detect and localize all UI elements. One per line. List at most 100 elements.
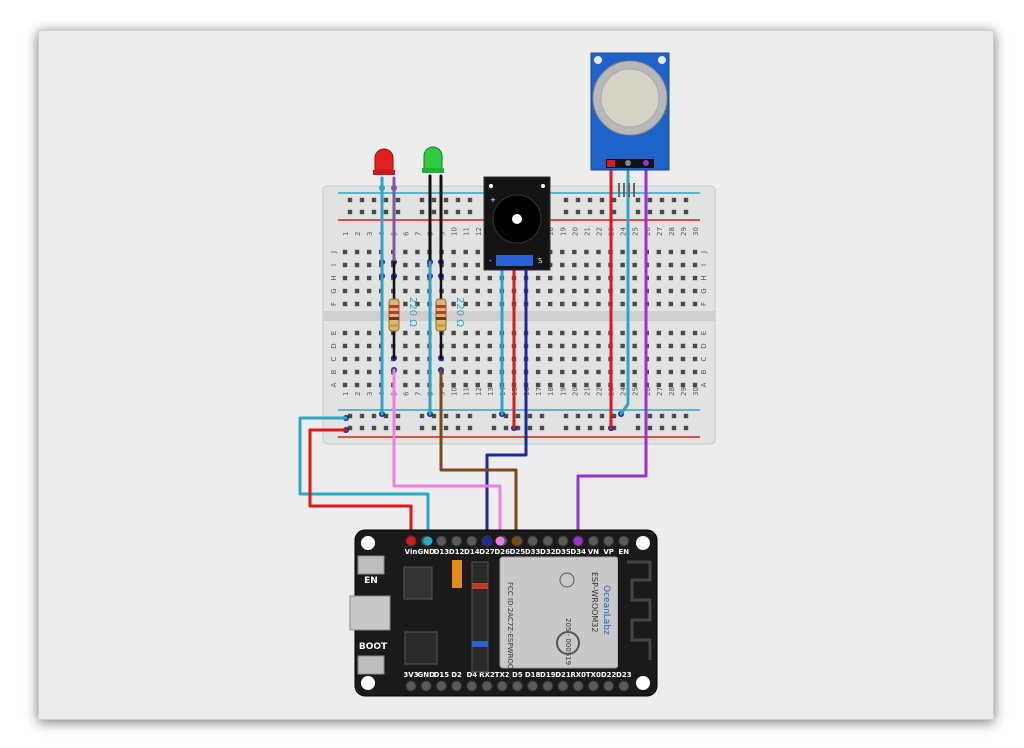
breadboard-hole	[620, 369, 625, 375]
breadboard-hole	[415, 275, 420, 281]
breadboard-column-label: 10	[451, 387, 459, 396]
esp32-top-pin-label: D32	[540, 548, 556, 556]
rail-hole	[635, 425, 641, 431]
rail-hole	[575, 413, 581, 419]
rail-hole	[491, 413, 497, 419]
esp32-bottom-pin	[587, 680, 599, 692]
breadboard-hole	[535, 382, 541, 388]
buzzer-plus-mark: +	[490, 196, 496, 204]
breadboard-hole	[632, 249, 637, 255]
breadboard-hole	[596, 343, 601, 349]
esp32-bottom-pin	[481, 680, 493, 692]
breadboard-hole	[342, 288, 348, 294]
breadboard-hole	[692, 249, 698, 255]
breadboard-hole	[632, 356, 637, 362]
rail-hole	[383, 425, 389, 431]
breadboard-hole	[596, 249, 601, 255]
breadboard-row-label: F	[330, 302, 338, 306]
esp32-top-pin	[451, 535, 463, 547]
esp32-bottom-pin-label: D15	[434, 671, 450, 679]
rail-hole	[539, 425, 545, 431]
breadboard-hole	[547, 369, 553, 375]
rail-hole	[647, 413, 653, 419]
breadboard-hole	[656, 356, 662, 362]
resistor-2: 220 Ω	[435, 297, 465, 332]
breadboard-row-label: B	[330, 369, 338, 374]
breadboard-hole	[403, 262, 408, 268]
esp32-bottom-pin	[542, 680, 554, 692]
breadboard-row-label: D	[330, 343, 338, 348]
breadboard-hole	[463, 356, 468, 362]
mount-hole	[636, 676, 650, 690]
breadboard-hole	[632, 301, 637, 307]
esp32-top-pin-label: EN	[618, 548, 629, 556]
breadboard-hole	[451, 382, 456, 388]
breadboard-row-label: I	[330, 264, 338, 266]
breadboard-column-label: 29	[680, 227, 688, 236]
led-red-body	[374, 148, 394, 173]
breadboard-hole	[403, 343, 408, 349]
esp32-bottom-pin-label: GND	[417, 671, 435, 679]
breadboard-row-label: E	[700, 331, 708, 335]
breadboard-hole	[680, 301, 686, 307]
esp32-bottom-pin	[420, 680, 432, 692]
esp32-top-pin	[603, 535, 615, 547]
breadboard-hole	[692, 275, 698, 281]
breadboard-hole	[354, 249, 360, 255]
usb-uart-chip	[404, 631, 438, 665]
ce-mark	[559, 572, 575, 588]
rail-hole	[599, 197, 605, 203]
breadboard-hole	[596, 369, 601, 375]
breadboard-column-label: 2	[354, 232, 362, 236]
buzzer-module: + - S	[483, 176, 551, 271]
rail-hole	[635, 209, 641, 215]
breadboard-hole	[366, 369, 372, 375]
breadboard-center-gap	[323, 311, 715, 321]
rail-hole	[455, 413, 461, 419]
module-serial-text: 205 - 000519	[564, 618, 572, 665]
wire-sensor-gnd	[619, 164, 630, 416]
breadboard-hole	[668, 288, 674, 294]
breadboard-hole	[366, 343, 372, 349]
esp32-top-pin	[466, 535, 478, 547]
boot-button[interactable]	[357, 655, 385, 675]
en-button[interactable]	[357, 555, 385, 575]
rail-hole	[575, 197, 581, 203]
esp32-bottom-pin	[603, 680, 615, 692]
resistor-array	[471, 561, 489, 673]
breadboard-hole	[342, 369, 348, 375]
wire-buzzer-signal	[485, 260, 528, 542]
buzzer-hole	[512, 214, 522, 224]
rail-hole	[347, 413, 353, 419]
breadboard-hole	[572, 262, 577, 268]
rail-hole	[443, 425, 449, 431]
breadboard-hole	[584, 330, 589, 336]
rail-hole	[587, 209, 593, 215]
rail-hole	[671, 197, 677, 203]
breadboard-hole	[415, 288, 420, 294]
rail-hole	[647, 209, 653, 215]
breadboard-hole	[535, 330, 541, 336]
rail-hole	[659, 413, 665, 419]
breadboard-hole	[547, 301, 553, 307]
module-brand-text: OceanLabz	[601, 585, 611, 635]
breadboard-column-label: 19	[559, 387, 567, 396]
rail-hole	[503, 413, 509, 419]
breadboard-row-label: C	[330, 356, 338, 361]
breadboard-hole	[463, 330, 468, 336]
breadboard-hole	[680, 382, 686, 388]
breadboard-row-label: A	[700, 382, 708, 387]
led-green-body	[423, 146, 443, 171]
breadboard-hole	[535, 343, 541, 349]
usb-port	[349, 595, 391, 631]
breadboard-hole	[656, 275, 662, 281]
breadboard-hole	[656, 369, 662, 375]
rail-hole	[587, 425, 593, 431]
esp32-bottom-pin-label: D22	[601, 671, 617, 679]
breadboard-hole	[596, 330, 601, 336]
breadboard-hole	[584, 369, 589, 375]
breadboard-hole	[560, 369, 565, 375]
breadboard-row-label: G	[700, 288, 708, 293]
breadboard-hole	[463, 301, 468, 307]
